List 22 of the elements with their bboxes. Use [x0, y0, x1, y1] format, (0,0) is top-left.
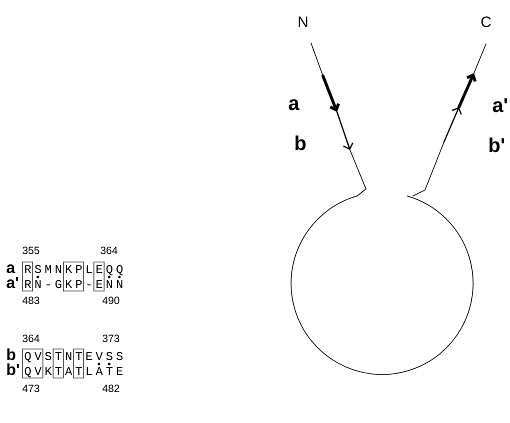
- terminus-label: N: [298, 16, 308, 27]
- terminus-label: C: [481, 16, 491, 28]
- residue-number: 355: [22, 246, 40, 254]
- sequence-row: Q V S T N T E V S S: [24, 352, 123, 362]
- strand-label: b': [7, 363, 19, 376]
- residue-number: 373: [102, 334, 120, 342]
- sequence-row: Q V K T A T L A T E: [24, 366, 123, 378]
- strand-label: b: [7, 348, 16, 360]
- residue-number: 482: [102, 384, 120, 392]
- strand-label: b': [490, 138, 504, 152]
- strand-label: a: [288, 99, 300, 110]
- strand-label: a': [6, 277, 18, 288]
- strand-label: b: [296, 136, 306, 150]
- sequence-row: R N - G K P - E N N: [25, 280, 122, 288]
- residue-number: 364: [22, 334, 40, 342]
- strand-label: a': [492, 98, 508, 112]
- sequence-row: R S M N K P L E Q Q: [25, 264, 123, 276]
- residue-number: 473: [22, 384, 40, 392]
- strand-label: a: [6, 264, 16, 274]
- residue-number: 490: [102, 296, 120, 304]
- residue-number: 364: [100, 246, 118, 254]
- residue-number: 483: [22, 296, 40, 304]
